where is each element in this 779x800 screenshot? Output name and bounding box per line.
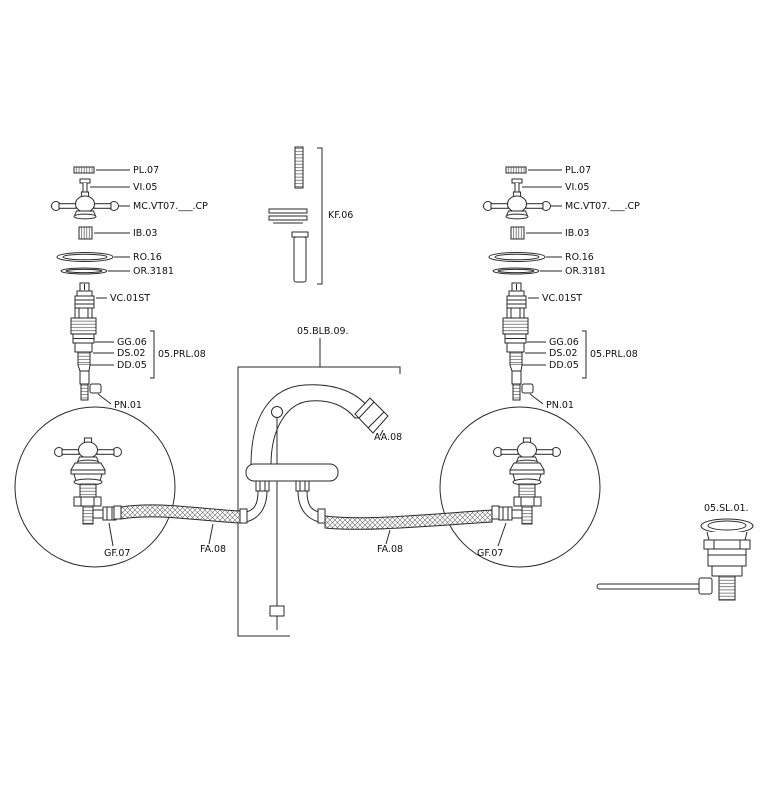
label-mc-vt07-right: MC.VT07.___.CP bbox=[565, 201, 640, 212]
part-spout bbox=[245, 384, 389, 482]
label-vi05-right: VI.05 bbox=[565, 182, 589, 193]
label-ds02-left: DS.02 bbox=[117, 348, 145, 359]
part-flex-hose-right bbox=[324, 505, 500, 530]
label-kf06: KF.06 bbox=[328, 210, 353, 221]
label-pn01-right: PN.01 bbox=[546, 400, 574, 411]
label-pl07-right: PL.07 bbox=[565, 165, 591, 176]
label-pl07-left: PL.07 bbox=[133, 165, 159, 176]
label-or3181-left: OR.3181 bbox=[133, 266, 174, 277]
label-ib03-left: IB.03 bbox=[133, 228, 157, 239]
label-ro16-right: RO.16 bbox=[565, 252, 594, 263]
label-ds02-right: DS.02 bbox=[549, 348, 577, 359]
label-gf07-left: GF.07 bbox=[104, 548, 130, 559]
label-gg06-left: GG.06 bbox=[117, 337, 147, 348]
part-assembled-tap-left bbox=[15, 407, 175, 567]
label-blb09: 05.BLB.09. bbox=[297, 326, 349, 337]
label-fa08-left: FA.08 bbox=[200, 544, 226, 555]
part-tailpiece-left bbox=[239, 480, 270, 524]
label-vc01st-right: VC.01ST bbox=[542, 293, 582, 304]
label-fa08-right: FA.08 bbox=[377, 544, 403, 555]
label-or3181-right: OR.3181 bbox=[565, 266, 606, 277]
label-mc-vt07-left: MC.VT07.___.CP bbox=[133, 201, 208, 212]
label-prl08-left: 05.PRL.08 bbox=[158, 349, 206, 360]
label-sl01: 05.SL.01. bbox=[704, 503, 749, 514]
label-aa08: AA.08 bbox=[374, 432, 402, 443]
label-vi05-left: VI.05 bbox=[133, 182, 157, 193]
label-gg06-right: GG.06 bbox=[549, 337, 579, 348]
part-tailpiece-right bbox=[295, 480, 326, 524]
part-popup-waste bbox=[596, 518, 754, 601]
part-popup-rod bbox=[269, 406, 285, 630]
label-pn01-left: PN.01 bbox=[114, 400, 142, 411]
label-ib03-right: IB.03 bbox=[565, 228, 589, 239]
label-dd05-left: DD.05 bbox=[117, 360, 147, 371]
bracket-popup-assembly bbox=[237, 338, 401, 637]
label-prl08-right: 05.PRL.08 bbox=[590, 349, 638, 360]
label-gf07-right: GF.07 bbox=[477, 548, 503, 559]
label-vc01st-left: VC.01ST bbox=[110, 293, 150, 304]
label-dd05-right: DD.05 bbox=[549, 360, 579, 371]
part-assembled-tap-right bbox=[440, 407, 600, 567]
leader-lines bbox=[108, 429, 507, 547]
part-flex-hose-left bbox=[113, 504, 241, 524]
part-fixing-kit bbox=[268, 146, 323, 285]
label-ro16-left: RO.16 bbox=[133, 252, 162, 263]
